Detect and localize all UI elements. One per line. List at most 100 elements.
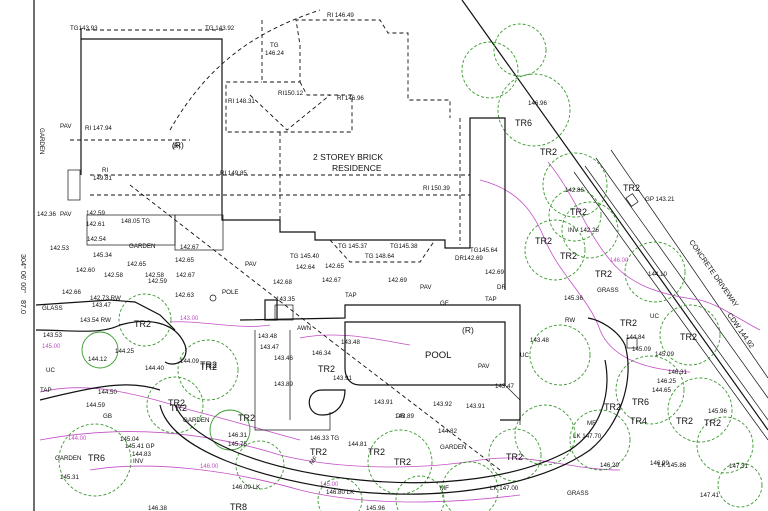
spot-level-label: PAV [478, 363, 490, 370]
spot-level-label: 148.05 TG [121, 218, 150, 225]
spot-level-label: TG 145.37 [338, 243, 368, 250]
spot-level-label: RW [565, 317, 575, 324]
spot-level-label: RI [102, 167, 108, 174]
spot-level-label: TG145.64 [470, 247, 498, 254]
spot-level-label: 146.09 LK [232, 484, 261, 491]
spot-level-label: 143.35 [276, 296, 295, 303]
spot-level-label: 142.63 [175, 292, 194, 299]
setback-lines [129, 9, 501, 471]
spot-level-label: TG 145.40 [290, 253, 320, 260]
spot-level-label: DR142.69 [455, 255, 483, 262]
spot-level-label: 142.65 [127, 261, 146, 268]
spot-level-label: UC [46, 367, 55, 374]
paving-walls [35, 214, 629, 495]
gully-pit [209, 193, 639, 349]
tree-tag: TR2 [623, 183, 640, 193]
building-title-line1: 2 STOREY BRICK [313, 152, 383, 162]
spot-level-label: TG 143.92 [205, 25, 235, 32]
spot-level-label: 146.99 [650, 460, 669, 467]
tree-tag: TR6 [88, 453, 105, 463]
tree-tag: TR2 [535, 236, 552, 246]
spot-level-label: 142.59 [86, 210, 105, 217]
tree-tag: TR2 [704, 418, 721, 428]
tree-tag: TR2 [620, 318, 637, 328]
spot-level-label: 143.47 [92, 302, 111, 309]
tree-tag: TR2 [570, 207, 587, 217]
tree-tag: TR2 [170, 403, 187, 413]
tree-tag: TR2 [604, 402, 621, 412]
contour-lines: 145.00 146.00 144.00 143.00 146.00 145.0… [39, 161, 761, 503]
spot-level-label: MF [308, 455, 319, 467]
spot-level-label: 143.48 [258, 333, 277, 340]
spot-level-label: RI 147.94 [85, 125, 112, 132]
spot-level-label: 142.73 RW [90, 295, 121, 302]
spot-level-label: DR [497, 284, 506, 291]
spot-level-label: 142.67 [322, 277, 341, 284]
spot-level-label: GLASS [42, 305, 63, 312]
spot-level-label: 145.04 [120, 436, 139, 443]
spot-level-label: RI 150.39 [423, 185, 450, 192]
spot-level-label: GRASS [0, 0, 22, 2]
tree-tag: TR6 [515, 118, 532, 128]
spot-level-label: MF [587, 420, 596, 427]
spot-level-label: 146.96 [528, 100, 547, 107]
contour-label: 144.00 [68, 436, 87, 442]
spot-level-label: 145.09 [655, 351, 674, 358]
tree-tag: TR8 [230, 502, 247, 511]
spot-level-label: 146.31 [228, 432, 247, 439]
spot-level-label: 147.41 [700, 492, 719, 499]
spot-level-label: TAP [40, 387, 52, 394]
contour-label: 146.00 [610, 258, 629, 264]
spot-level-label: 149.81 [93, 175, 112, 182]
property-boundary [33, 0, 768, 511]
spot-level-label: 146.25 [657, 378, 676, 385]
spot-level-label: 142.68 [273, 279, 292, 286]
boundary-length: 87.0 [19, 300, 28, 314]
spot-level-label: 142.58 [104, 272, 123, 279]
spot-level-label: GARDEN [440, 444, 466, 451]
spot-level-label: GB [103, 413, 112, 420]
spot-level-label: TG [270, 42, 279, 49]
spot-level-label: 143.47 [260, 344, 279, 351]
spot-level-label: 144.82 [438, 428, 457, 435]
contour-label: 145.00 [320, 482, 339, 488]
tree-tag: TR2 [238, 413, 255, 423]
spot-level-label: 142.65 [175, 257, 194, 264]
residence-outline [67, 19, 506, 290]
spot-level-label: 143.89 [395, 413, 414, 420]
spot-level-label: 142.65 [325, 263, 344, 270]
spot-level-label: 143.92 [433, 401, 452, 408]
spot-level-label: POLE [222, 289, 239, 296]
spot-level-label: 145.96 [708, 408, 727, 415]
spot-level-label: 145.31 [60, 474, 79, 481]
spot-level-label: 142.60 [76, 267, 95, 274]
spot-level-label: 142.66 [62, 289, 81, 296]
spot-level-label: 143.47 [495, 383, 514, 390]
tree-tag: TR2 [680, 332, 697, 342]
spot-level-label: INV [133, 458, 144, 465]
spot-level-label: 145.41 GP [125, 443, 155, 450]
tree-tag: TR4 [630, 416, 647, 426]
spot-level-label: 142.58 [145, 272, 164, 279]
spot-level-label: UC [520, 352, 529, 359]
spot-level-label: PAV [420, 284, 432, 291]
pool-label: POOL [425, 350, 451, 361]
spot-level-label: RI 146.96 [337, 95, 364, 102]
tree-canopies [58, 23, 763, 511]
spot-level-label: 142.67 [176, 272, 195, 279]
spot-level-label: TG 148.64 [365, 253, 395, 260]
pool-r-mark: (R) [462, 325, 474, 335]
spot-level-label: 143.89 [274, 381, 293, 388]
spot-level-label: (R) [172, 143, 181, 150]
spot-level-label: 143.54 RW [80, 317, 111, 324]
spot-level-label: 145.96 [366, 505, 385, 511]
contour-label: 145.00 [42, 344, 61, 350]
spot-level-label: 142.86 [565, 187, 584, 194]
spot-level-label: 144.81 [348, 441, 367, 448]
spot-level-label: INV 142.26 [568, 227, 600, 234]
spot-level-label: 145.34 [93, 252, 112, 259]
spot-level-label: 146.29 [600, 462, 619, 469]
spot-level-label: 144.84 [626, 334, 645, 341]
spot-level-label: GARDEN [183, 417, 209, 424]
building-r-mark: (R) [172, 140, 184, 150]
